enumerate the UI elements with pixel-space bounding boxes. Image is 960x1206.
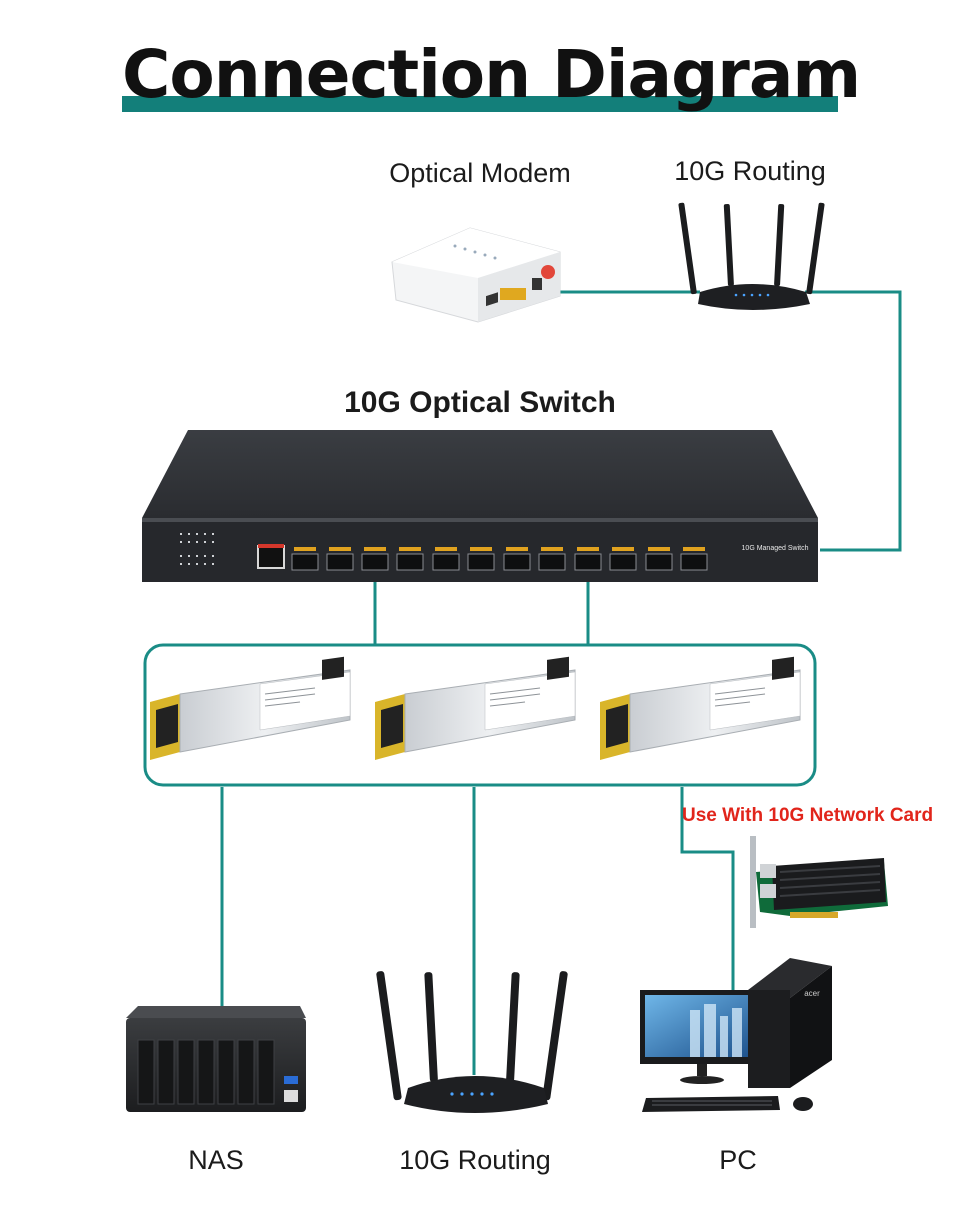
optical-modem-label: Optical Modem	[389, 158, 571, 188]
pc-tower-logo: acer	[804, 989, 820, 998]
router-to-switch-line	[805, 290, 902, 552]
network-card-device	[750, 836, 888, 928]
optical-modem-device	[391, 227, 561, 323]
nas-device	[126, 1006, 306, 1112]
sfp-module-3	[600, 656, 801, 760]
bottom-router-label: 10G Routing	[399, 1145, 551, 1175]
switch-panel-text: 10G Managed Switch	[742, 545, 809, 552]
network-card-note: Use With 10G Network Card	[682, 805, 934, 826]
sfp-modules-frame	[143, 643, 817, 787]
bottom-router-device	[376, 971, 568, 1113]
pc-label: PC	[719, 1145, 757, 1175]
nas-label: NAS	[188, 1145, 244, 1175]
page-title: Connection Diagram	[122, 36, 861, 113]
top-router-label: 10G Routing	[674, 156, 826, 186]
switch-label: 10G Optical Switch	[344, 386, 616, 419]
optical-switch-device: 10G Managed Switch	[142, 430, 818, 582]
sfp-ports	[291, 547, 708, 571]
connection-lines	[143, 290, 902, 1075]
top-router-device	[678, 202, 825, 310]
modules-to-pc-line	[680, 787, 735, 990]
pc-device: acer	[640, 958, 832, 1112]
title-underline	[122, 96, 838, 112]
title-block: Connection Diagram	[122, 30, 861, 120]
sfp-module-1	[150, 656, 351, 760]
sfp-module-2	[375, 656, 576, 760]
